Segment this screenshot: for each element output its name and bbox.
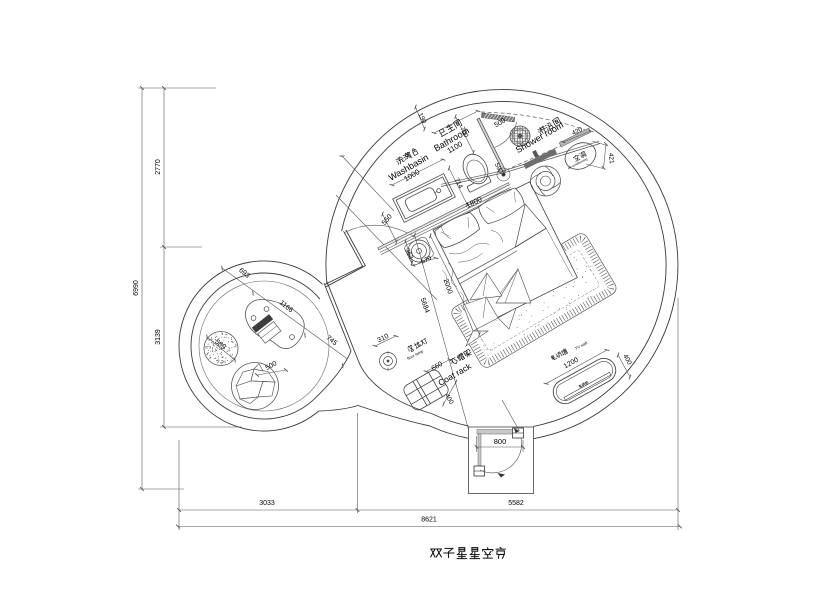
svg-text:800: 800 — [494, 437, 507, 446]
svg-text:3139: 3139 — [155, 329, 162, 345]
svg-text:421: 421 — [607, 153, 615, 165]
svg-text:8621: 8621 — [421, 517, 437, 524]
svg-text:6990: 6990 — [133, 280, 140, 296]
svg-text:2770: 2770 — [155, 159, 162, 175]
svg-text:5582: 5582 — [508, 500, 524, 507]
svg-text:3033: 3033 — [259, 500, 275, 507]
